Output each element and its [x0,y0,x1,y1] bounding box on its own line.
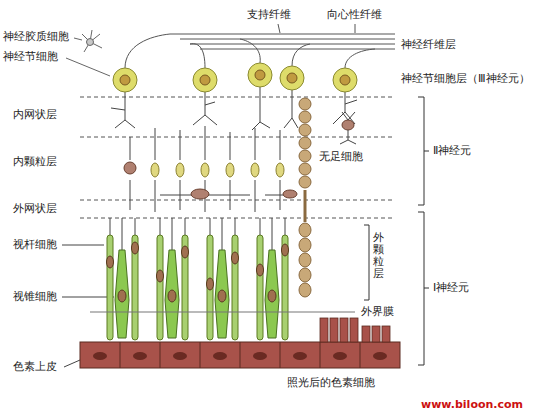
part-label: 外界膜 [360,305,395,319]
layer-label: 外网状层 [12,202,58,216]
part-label: 视杆细胞 [12,238,58,252]
part-label: 照光后的色素细胞 [286,376,376,390]
layer-label: 内网状层 [12,108,58,122]
layer-label: 外颗粒层 [372,232,385,280]
layer-label: 神经节细胞层（Ⅲ神经元） [400,72,531,86]
part-label: 神经胶质细胞 [2,30,70,44]
watermark: www.biloon.com [420,398,524,412]
part-label: 支持纤维 [246,8,292,22]
part-label: 色素上皮 [12,360,58,374]
layer-label: 神经纤维层 [400,38,457,52]
layer-label: 内颗粒层 [12,155,58,169]
part-label: 神经节细胞 [2,50,59,64]
part-label: 无足细胞 [318,150,364,164]
neuron-label: Ⅰ神经元 [432,281,470,295]
neuron-label: Ⅱ神经元 [432,144,472,158]
part-label: 视锥细胞 [12,290,58,304]
part-label: 向心性纤维 [326,8,383,22]
